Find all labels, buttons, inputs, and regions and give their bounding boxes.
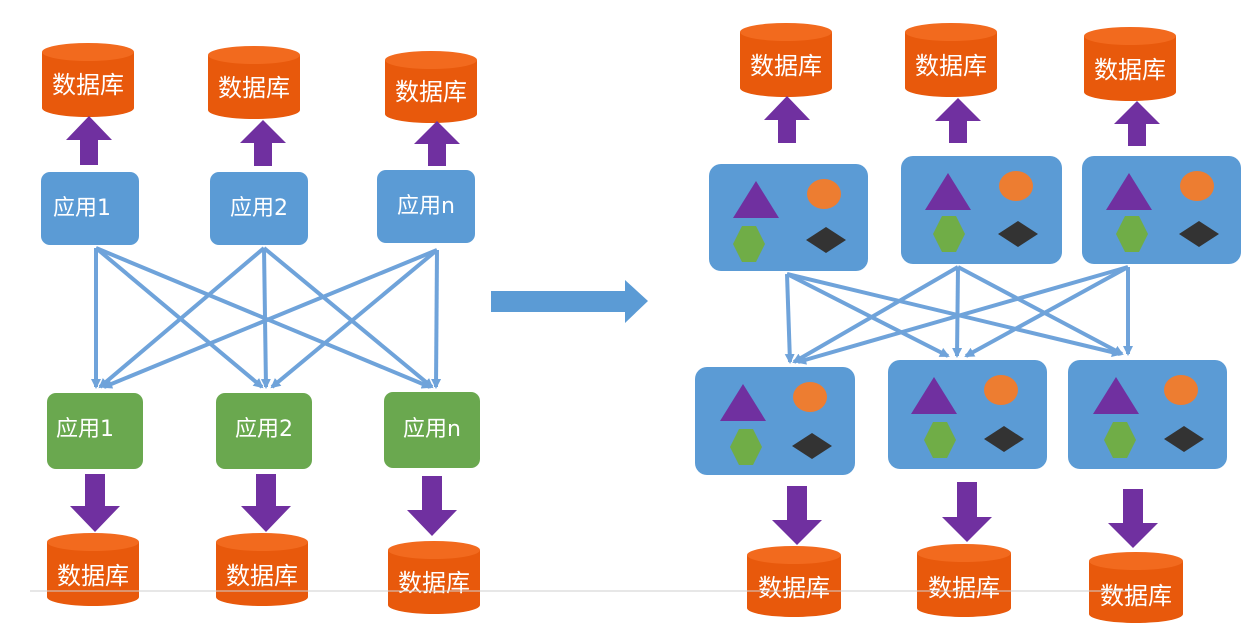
right-bottom-database-1: 数据库 [747,546,841,617]
diamond-icon [984,426,1024,452]
up-arrow-icon [1114,101,1160,146]
up-arrow-icon [414,121,460,166]
app-label: 应用n [403,417,461,442]
left-bottom-database-3: 数据库 [388,541,480,614]
up-arrow-icon [935,98,981,143]
down-arrow-icon [942,482,992,542]
left-bottom-database-2: 数据库 [216,533,308,606]
left-top-app-2: 应用2 [210,172,308,245]
right-bottom-database-3: 数据库 [1089,552,1183,623]
hexagon-icon [933,216,965,252]
hexagon-icon [1116,216,1148,252]
right-bottom-service-3 [1068,360,1227,469]
up-arrow-icon [764,96,810,143]
right-top-service-1 [709,164,868,271]
down-arrow-icon [70,474,120,532]
transition-arrow-icon [491,280,648,323]
database-label: 数据库 [1100,582,1172,610]
circle-icon [984,375,1018,405]
right-top-database-2: 数据库 [905,23,997,97]
app-label: 应用2 [235,417,293,442]
up-arrow-icon [66,116,112,165]
database-label: 数据库 [395,78,467,106]
app-label: 应用1 [56,417,114,442]
app-label: 应用n [397,194,455,219]
left-top-database-2: 数据库 [208,46,300,119]
down-arrow-icon [1108,489,1158,548]
right-connectors [784,265,1133,365]
database-label: 数据库 [52,71,124,99]
database-label: 数据库 [928,574,1000,602]
hexagon-icon [733,226,765,262]
database-label: 数据库 [758,574,830,602]
diamond-icon [1179,221,1219,247]
circle-icon [807,179,841,209]
circle-icon [793,382,827,412]
hexagon-icon [1104,422,1136,458]
diamond-icon [792,433,832,459]
left-top-database-1: 数据库 [42,43,134,117]
left-bottom-app-1: 应用1 [47,393,143,469]
left-top-app-3: 应用n [377,170,475,243]
triangle-icon [720,384,766,421]
hexagon-icon [924,422,956,458]
left-top-database-3: 数据库 [385,51,477,123]
database-label: 数据库 [57,562,129,590]
right-top-service-2 [901,156,1062,264]
right-top-database-3: 数据库 [1084,27,1176,101]
left-top-app-1: 应用1 [41,172,139,245]
down-arrow-icon [241,474,291,532]
down-arrow-icon [772,486,822,545]
diamond-icon [998,221,1038,247]
up-arrow-icon [240,120,286,166]
right-bottom-database-2: 数据库 [917,544,1011,617]
left-bottom-app-2: 应用2 [216,393,312,469]
right-top-database-1: 数据库 [740,23,832,97]
database-label: 数据库 [398,569,470,597]
database-label: 数据库 [750,52,822,80]
triangle-icon [1093,377,1139,414]
triangle-icon [733,181,779,218]
app-label: 应用1 [53,196,111,221]
database-label: 数据库 [218,74,290,102]
database-label: 数据库 [915,52,987,80]
left-connectors [91,246,442,389]
triangle-icon [1106,173,1152,210]
hexagon-icon [730,429,762,465]
diamond-icon [806,227,846,253]
circle-icon [1164,375,1198,405]
left-bottom-app-3: 应用n [384,392,480,468]
triangle-icon [911,377,957,414]
right-top-service-3 [1082,156,1241,264]
left-bottom-database-1: 数据库 [47,533,139,606]
circle-icon [1180,171,1214,201]
app-label: 应用2 [230,196,288,221]
triangle-icon [925,173,971,210]
right-bottom-service-2 [888,360,1047,469]
down-arrow-icon [407,476,457,536]
database-label: 数据库 [1094,56,1166,84]
diamond-icon [1164,426,1204,452]
database-label: 数据库 [226,562,298,590]
right-bottom-service-1 [695,367,855,475]
circle-icon [999,171,1033,201]
